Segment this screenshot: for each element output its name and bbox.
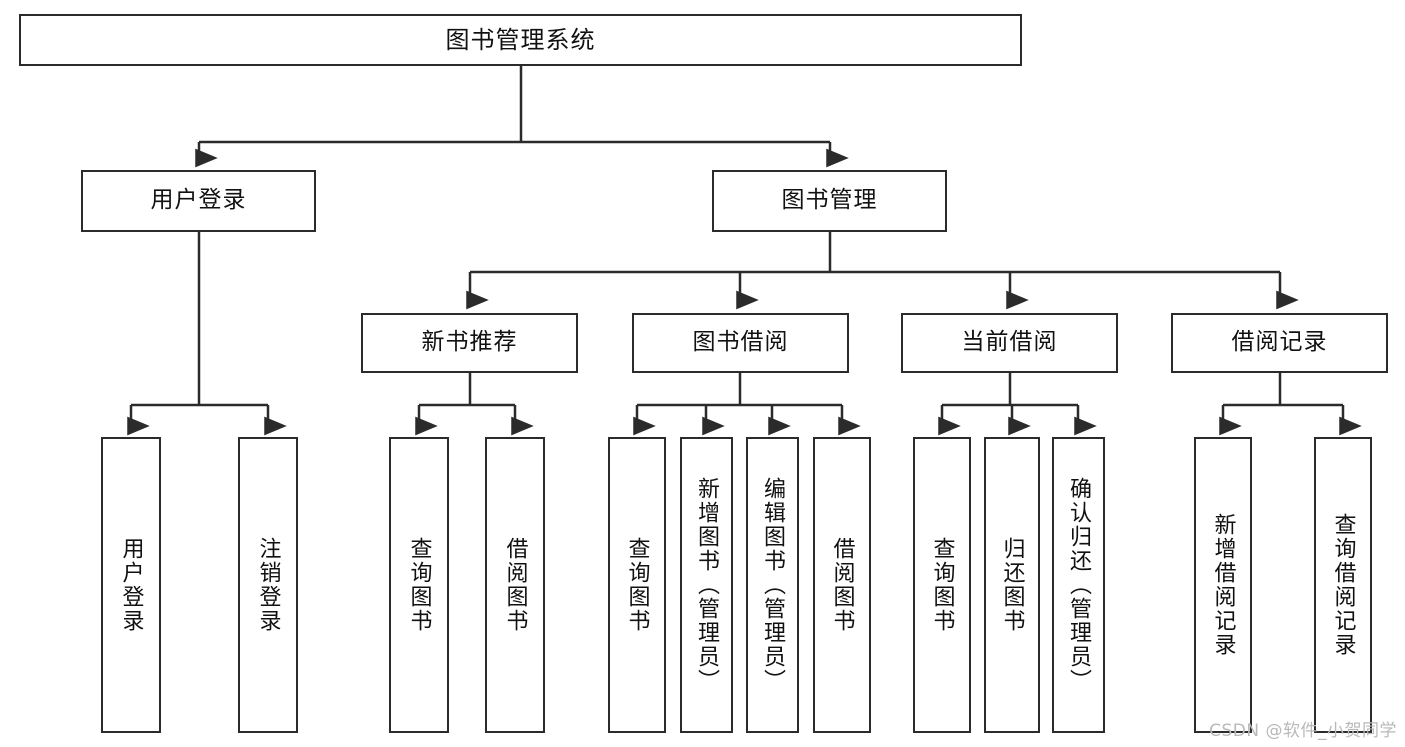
leaf-add-book-admin[interactable]: 新增图书（管理员） [680,437,733,733]
leaf-query-book-current[interactable]: 查询图书 [913,437,971,733]
node-root-system[interactable]: 图书管理系统 [19,14,1022,66]
leaf-edit-book-admin[interactable]: 编辑图书（管理员） [746,437,799,733]
csdn-watermark: CSDN @软件_小贺同学 [1209,721,1397,741]
leaf-query-book-borrow[interactable]: 查询图书 [608,437,666,733]
node-book-borrow[interactable]: 图书借阅 [632,313,849,373]
node-new-book-recommend[interactable]: 新书推荐 [361,313,578,373]
leaf-confirm-return-admin[interactable]: 确认归还（管理员） [1052,437,1105,733]
node-borrow-records[interactable]: 借阅记录 [1171,313,1388,373]
leaf-logout-login[interactable]: 注销登录 [238,437,298,733]
leaf-borrow-book[interactable]: 借阅图书 [813,437,871,733]
node-user-login[interactable]: 用户登录 [81,170,316,232]
leaf-query-book-recommend[interactable]: 查询图书 [389,437,449,733]
leaf-user-login[interactable]: 用户登录 [101,437,161,733]
leaf-return-book[interactable]: 归还图书 [984,437,1040,733]
leaf-borrow-book-recommend[interactable]: 借阅图书 [485,437,545,733]
leaf-query-borrow-record[interactable]: 查询借阅记录 [1314,437,1372,733]
node-book-management[interactable]: 图书管理 [712,170,947,232]
node-current-borrow[interactable]: 当前借阅 [901,313,1118,373]
leaf-add-borrow-record[interactable]: 新增借阅记录 [1194,437,1252,733]
